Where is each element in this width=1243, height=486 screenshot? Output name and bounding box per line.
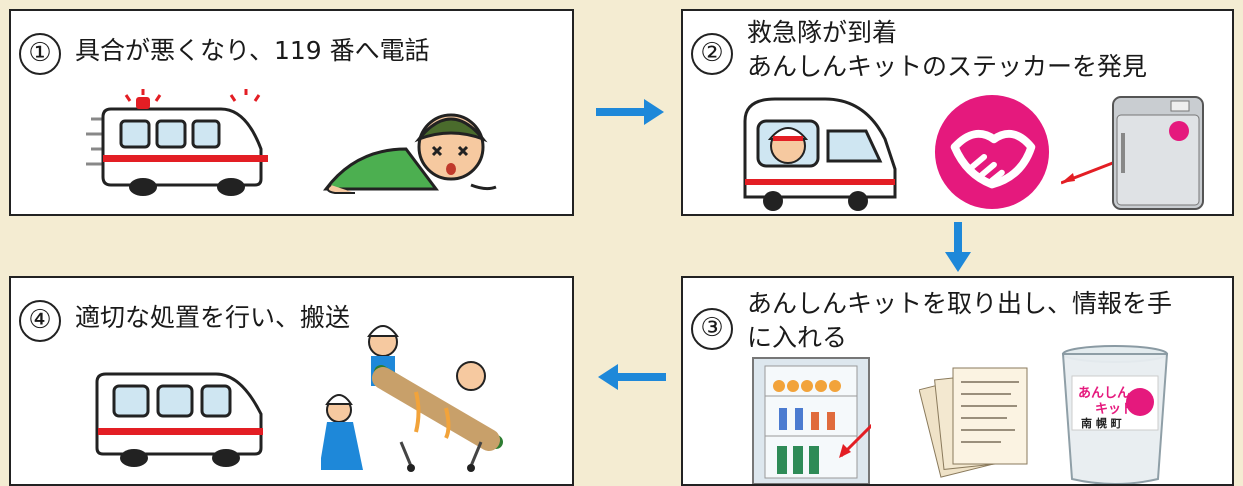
step-4-panel: ④ 適切な処置を行い、搬送 xyxy=(9,276,574,486)
step-3-title-line1: あんしんキットを取り出し、情報を手 xyxy=(747,289,1173,318)
open-fridge-icon xyxy=(752,357,871,484)
kit-label-line1: あんしん xyxy=(1078,386,1131,401)
step-2-number: ② xyxy=(691,33,733,75)
ambulance-icon xyxy=(86,89,268,196)
arrow-left-icon xyxy=(598,364,666,390)
step-3-number: ③ xyxy=(691,308,733,350)
step-4-title: 適切な処置を行い、搬送 xyxy=(75,303,351,332)
info-sheets-icon xyxy=(919,367,1028,478)
arrow-right-icon xyxy=(596,99,664,125)
step-1-title: 具合が悪くなり、119 番へ電話 xyxy=(75,36,430,65)
step-3-panel: ③ あんしんキットを取り出し、情報を手 に入れる あんしん キット 南 幌 町 xyxy=(681,276,1234,486)
arrow-down-icon xyxy=(945,222,971,272)
collapsed-person-icon xyxy=(322,113,497,194)
kit-label-town: 南 幌 町 xyxy=(1081,417,1122,430)
sticker-handshake-icon xyxy=(934,94,1050,210)
step-4-number: ④ xyxy=(19,300,61,342)
ambulance-with-driver-icon xyxy=(743,97,897,211)
step-2-panel: ② 救急隊が到着 あんしんキットのステッカーを発見 xyxy=(681,9,1234,216)
stretcher-transport-icon xyxy=(321,325,503,472)
step-1-panel: ① 具合が悪くなり、119 番へ電話 xyxy=(9,9,574,216)
refrigerator-icon xyxy=(1061,96,1204,210)
step-2-title-line1: 救急隊が到着 xyxy=(747,18,898,47)
step-2-title-line2: あんしんキットのステッカーを発見 xyxy=(747,52,1148,81)
ambulance-icon xyxy=(95,372,263,467)
kit-label-line2: キット xyxy=(1095,402,1135,417)
step-3-title-line2: に入れる xyxy=(747,323,848,352)
step-1-number: ① xyxy=(19,33,61,75)
